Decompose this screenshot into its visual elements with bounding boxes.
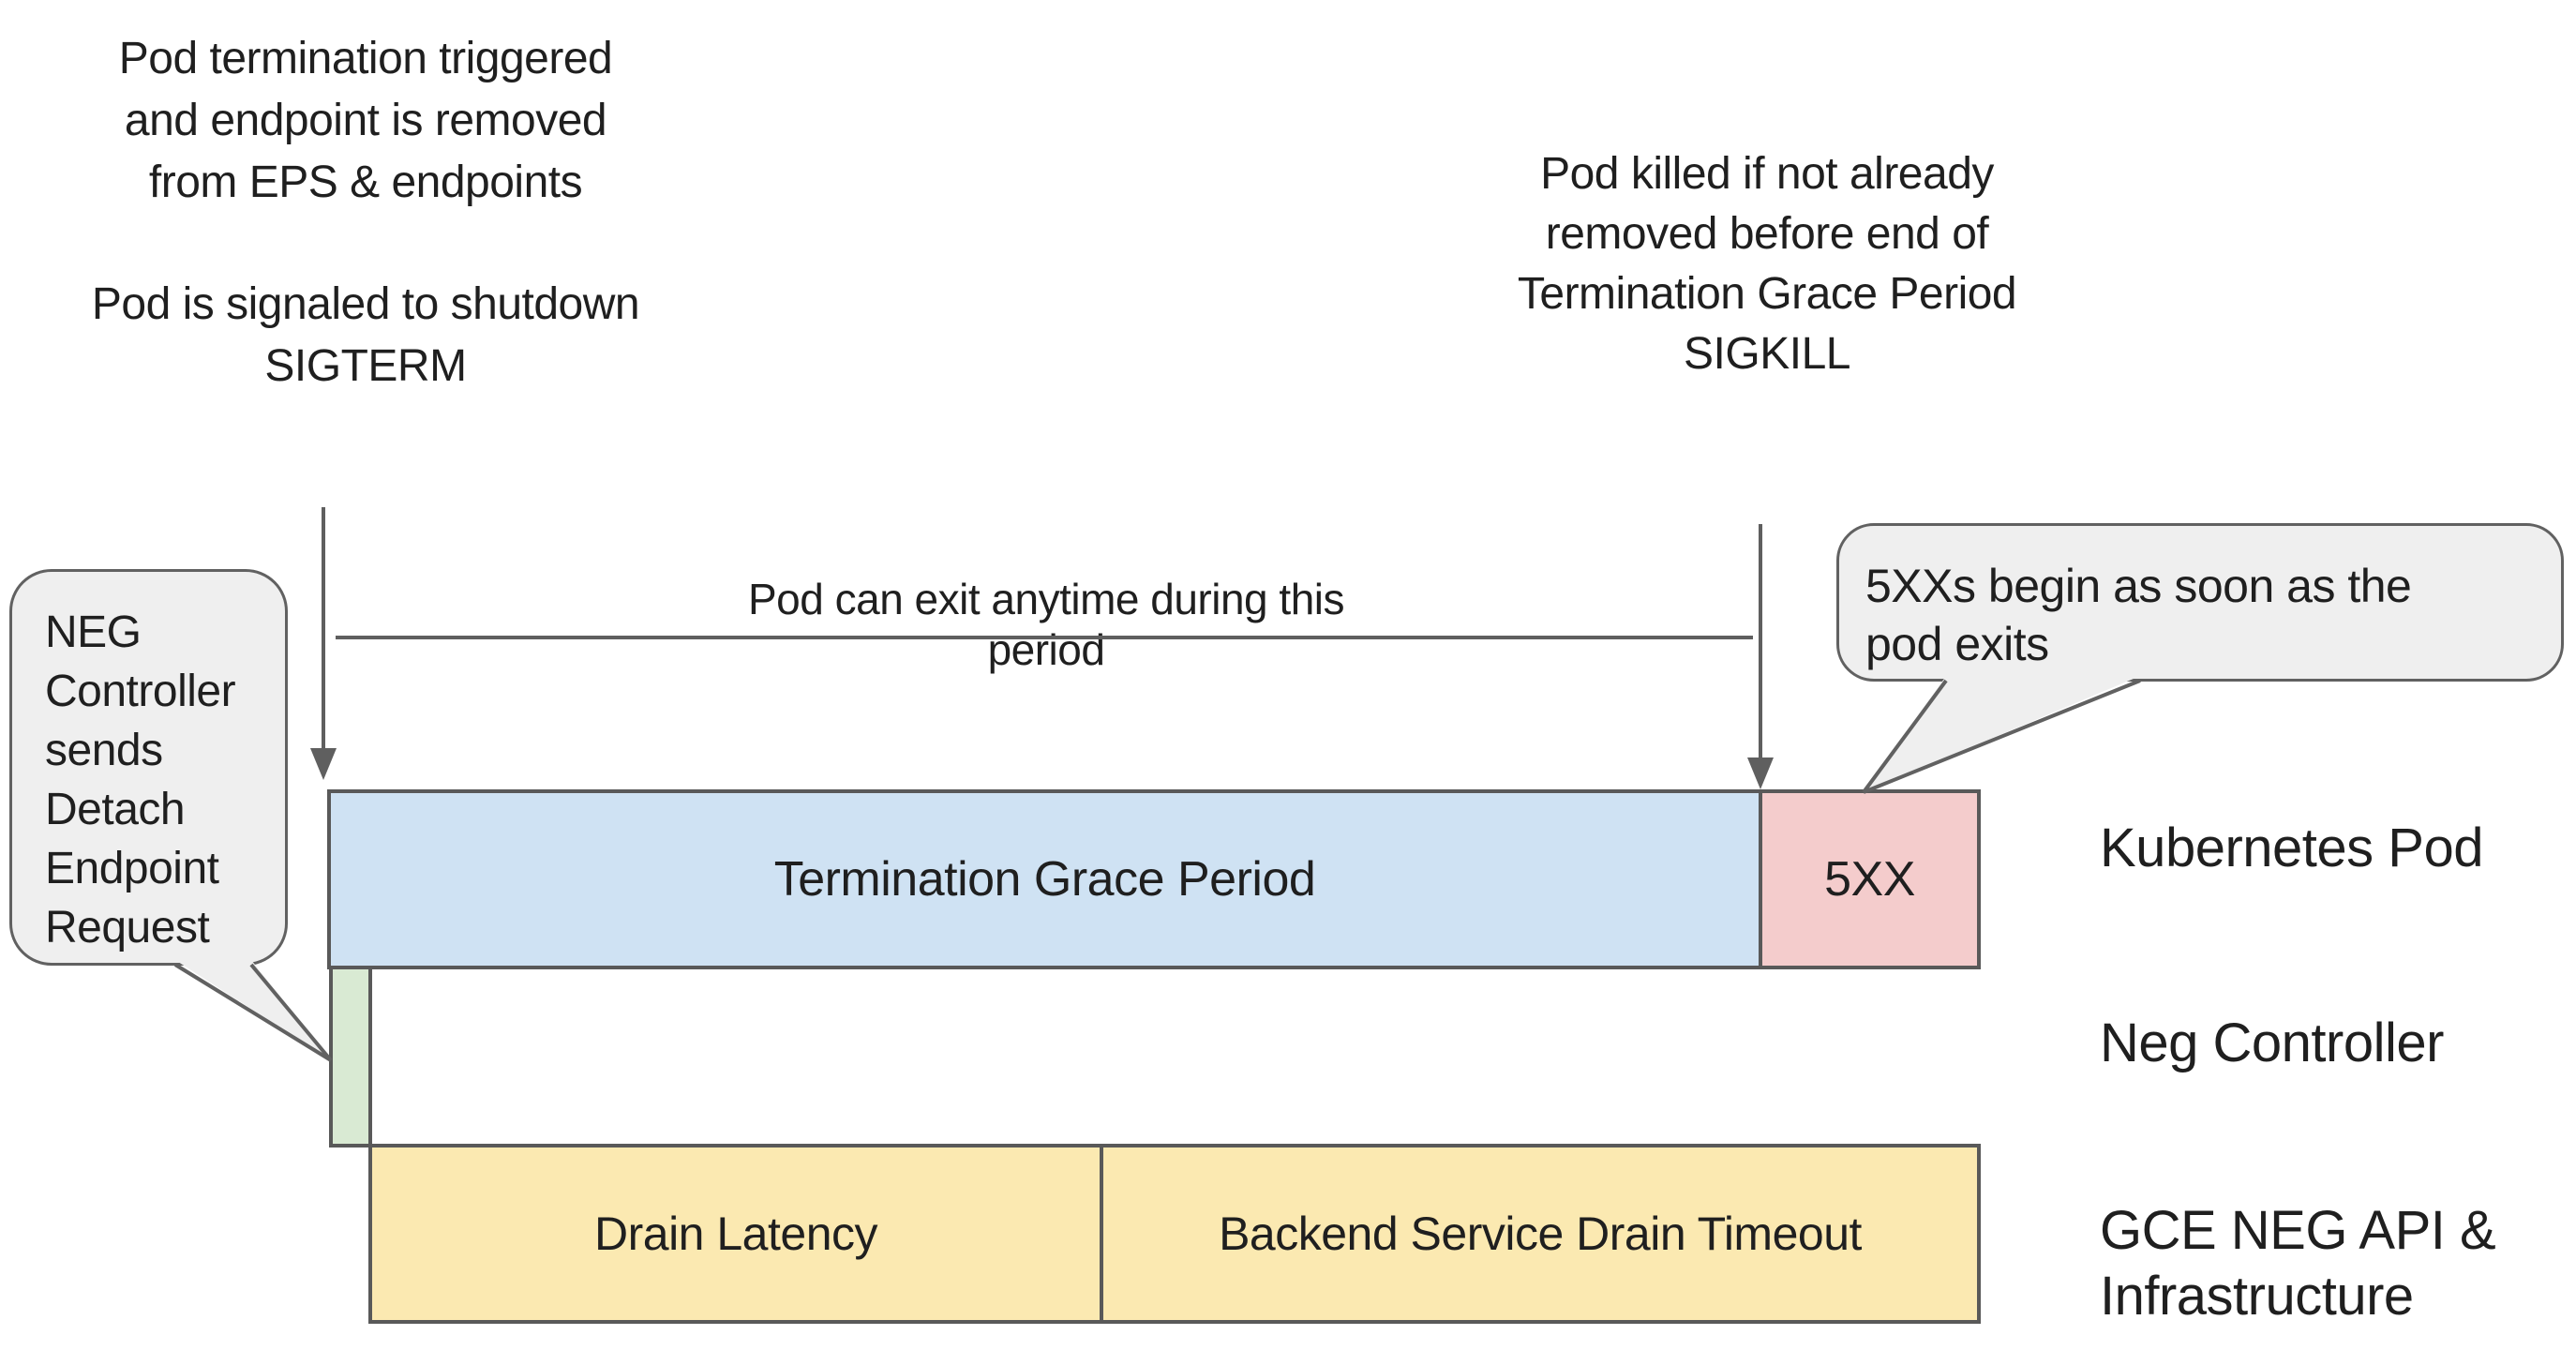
neg-callout-tail-edge bbox=[249, 963, 333, 1062]
row-label-line: GCE NEG API & bbox=[2100, 1200, 2496, 1261]
termination-grace-period-label: Termination Grace Period bbox=[773, 852, 1316, 907]
row-label-neg-controller: Neg Controller bbox=[2100, 1012, 2444, 1073]
error-5xx-bar: 5XX bbox=[1759, 789, 1981, 969]
note-line: SIGTERM bbox=[264, 341, 467, 391]
row-label-kubernetes-pod: Kubernetes Pod bbox=[2100, 818, 2483, 878]
drain-latency-bar: Drain Latency bbox=[368, 1144, 1103, 1324]
neg-callout-tail bbox=[175, 960, 331, 1060]
callout-line: Endpoint bbox=[45, 844, 219, 893]
error-5xx-label: 5XX bbox=[1824, 852, 1915, 907]
errors-callout-tail-edge bbox=[1863, 679, 2141, 794]
note-line: SIGKILL bbox=[1684, 329, 1850, 379]
note-line: Pod is signaled to shutdown bbox=[91, 279, 640, 329]
exit-period-note: Pod can exit anytime during this period bbox=[747, 575, 1345, 674]
neg-controller-callout: NEG Controller sends Detach Endpoint Req… bbox=[9, 569, 288, 966]
drain-latency-label: Drain Latency bbox=[594, 1208, 878, 1260]
callout-line: sends bbox=[45, 726, 163, 775]
backend-drain-timeout-bar: Backend Service Drain Timeout bbox=[1100, 1144, 1981, 1324]
row-label-line: Infrastructure bbox=[2100, 1266, 2414, 1327]
backend-drain-timeout-label: Backend Service Drain Timeout bbox=[1219, 1208, 1862, 1260]
errors-callout-tail-edge bbox=[1862, 679, 1948, 794]
neg-callout-tail-edge bbox=[173, 963, 333, 1062]
detach-request-bar bbox=[329, 966, 372, 1148]
note-line: Pod killed if not already bbox=[1540, 149, 1994, 199]
note-line: and endpoint is removed bbox=[124, 96, 607, 145]
callout-line: 5XXs begin as soon as the bbox=[1865, 560, 2412, 612]
callout-line: Controller bbox=[45, 667, 236, 716]
note-line: removed before end of bbox=[1545, 209, 1989, 259]
sigkill-arrowhead-icon bbox=[1747, 758, 1774, 789]
errors-callout-tail bbox=[1864, 676, 2140, 792]
note-line: Termination Grace Period bbox=[1517, 269, 2017, 319]
sigterm-arrowhead-icon bbox=[310, 748, 337, 780]
errors-callout: 5XXs begin as soon as the pod exits bbox=[1836, 523, 2564, 682]
pod-termination-note: Pod termination triggered and endpoint i… bbox=[37, 28, 694, 398]
sigterm-note: Pod is signaled to shutdown SIGTERM bbox=[37, 274, 694, 398]
callout-line: NEG bbox=[45, 608, 142, 657]
note-line: from EPS & endpoints bbox=[148, 158, 583, 207]
sigkill-note: Pod killed if not already removed before… bbox=[1490, 144, 2044, 384]
termination-grace-period-bar: Termination Grace Period bbox=[327, 789, 1762, 969]
callout-line: Detach bbox=[45, 785, 186, 834]
note-line: Pod termination triggered bbox=[118, 34, 613, 83]
row-label-gce-neg-api: GCE NEG API & Infrastructure bbox=[2100, 1198, 2550, 1329]
callout-line: Request bbox=[45, 903, 210, 952]
callout-line: pod exits bbox=[1865, 618, 2049, 670]
